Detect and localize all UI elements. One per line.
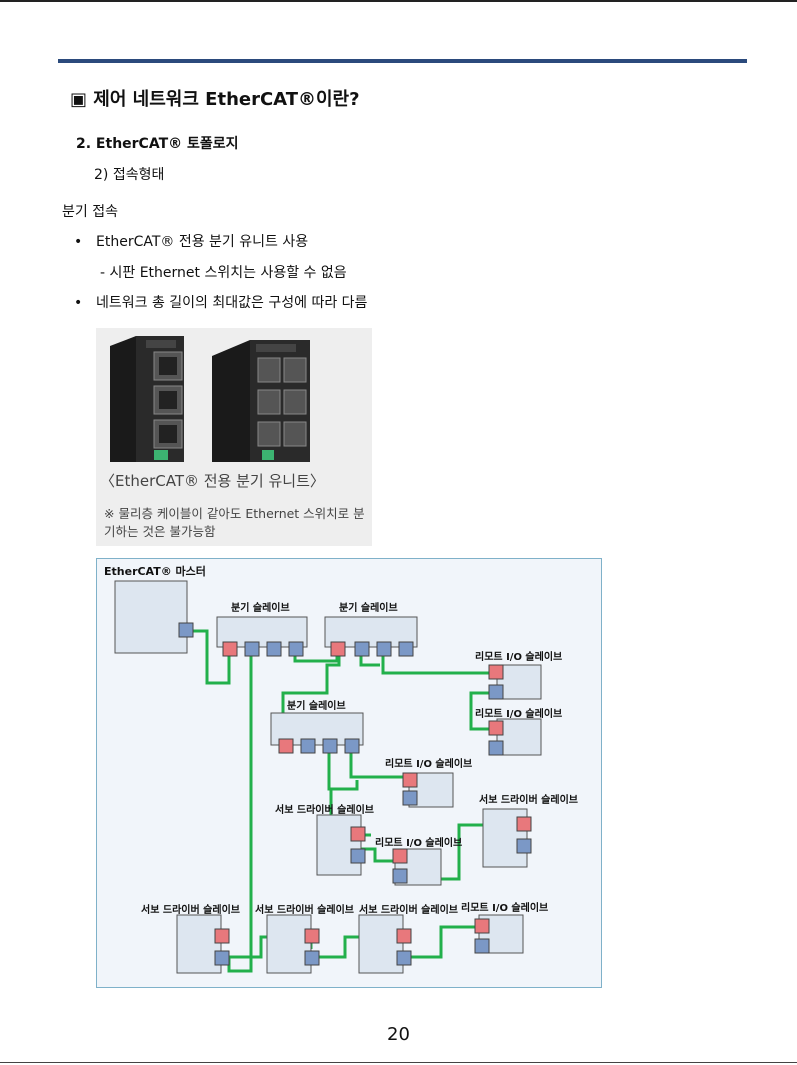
port-out [474, 938, 490, 954]
port-in [392, 848, 408, 864]
servo-label: 서보 드라이버 슬레이브 [275, 805, 374, 816]
servo-driver-box [266, 914, 312, 974]
port-out [396, 950, 412, 966]
port-out [322, 738, 338, 754]
cable [349, 753, 407, 779]
port-out [350, 848, 366, 864]
port-in [350, 826, 366, 842]
port-out [354, 641, 370, 657]
branch-label: 분기 슬레이브 [287, 701, 346, 712]
port-in [304, 928, 320, 944]
servo-label: 서보 드라이버 슬레이브 [141, 905, 240, 916]
port-in [488, 720, 504, 736]
port-out [516, 838, 532, 854]
port-in [214, 928, 230, 944]
bottom-border [0, 1062, 797, 1063]
remote-io-box [496, 664, 542, 700]
port-out [288, 641, 304, 657]
remote-io-label: 리모트 I/O 슬레이브 [475, 709, 563, 720]
topology-diagram: EtherCAT® 마스터 분기 슬레이브 분기 슬레이브 리모트 I/O 슬레… [96, 558, 602, 988]
branch-unit-photo [96, 328, 372, 546]
servo-driver-box [316, 814, 362, 876]
port-out [344, 738, 360, 754]
cable [227, 649, 253, 973]
servo-label: 서보 드라이버 슬레이브 [479, 795, 578, 806]
bullet-item-2: • 네트워크 총 길이의 최대값은 구성에 따라 다름 [74, 292, 367, 312]
port-out [398, 641, 414, 657]
master-box [114, 580, 188, 654]
servo-driver-box [358, 914, 404, 974]
topic-label: 분기 접속 [62, 204, 118, 220]
port-out [214, 950, 230, 966]
header-rule [58, 59, 747, 63]
port-out [244, 641, 260, 657]
servo-label: 서보 드라이버 슬레이브 [255, 905, 354, 916]
port-out [304, 950, 320, 966]
bullet-marker: • [74, 295, 83, 311]
port-out [402, 790, 418, 806]
port-out [178, 622, 194, 638]
port-in [330, 641, 346, 657]
remote-io-label: 리모트 I/O 슬레이브 [461, 903, 549, 914]
port-in [222, 641, 238, 657]
dash-item: - 시판 Ethernet 스위치는 사용할 수 없음 [100, 265, 347, 281]
subsection-title: 2) 접속형태 [94, 167, 165, 183]
branch-unit-3port [110, 336, 184, 462]
port-out [488, 740, 504, 756]
servo-driver-box [176, 914, 222, 974]
port-in [396, 928, 412, 944]
page-title: ▣ 제어 네트워크 EtherCAT®이란? [70, 89, 360, 110]
top-border [0, 0, 797, 2]
cable [281, 649, 341, 733]
branch-unit-illustration [110, 336, 310, 462]
port-in [402, 772, 418, 788]
page-number: 20 [387, 1024, 410, 1045]
port-in [278, 738, 294, 754]
port-out [376, 641, 392, 657]
remote-io-box [496, 718, 542, 756]
branch-unit-6port [212, 340, 310, 462]
port-in [474, 918, 490, 934]
port-out [266, 641, 282, 657]
bullet-item-1: • EtherCAT® 전용 분기 유니트 사용 [74, 231, 308, 251]
port-out [488, 684, 504, 700]
master-label: EtherCAT® 마스터 [104, 565, 206, 578]
port-out [300, 738, 316, 754]
servo-label: 서보 드라이버 슬레이브 [359, 905, 458, 916]
cable [381, 649, 481, 675]
section-title: 2. EtherCAT® 토폴로지 [76, 136, 239, 152]
cable [327, 753, 359, 791]
branch-label: 분기 슬레이브 [339, 603, 398, 614]
bullet-text-2: 네트워크 총 길이의 최대값은 구성에 따라 다름 [96, 295, 368, 311]
photo-caption: 〈EtherCAT® 전용 분기 유니트〉 [100, 472, 325, 490]
branch-label: 분기 슬레이브 [231, 603, 290, 614]
port-in [488, 664, 504, 680]
cable [361, 847, 399, 863]
photo-note: ※ 물리층 케이블이 같아도 Ethernet 스위치로 분기하는 것은 불가능… [104, 506, 365, 539]
port-in [516, 816, 532, 832]
port-out [392, 868, 408, 884]
cable [193, 629, 231, 685]
remote-io-label: 리모트 I/O 슬레이브 [475, 652, 563, 663]
bullet-marker: • [74, 234, 83, 250]
bullet-text-1: EtherCAT® 전용 분기 유니트 사용 [96, 234, 309, 250]
remote-io-label: 리모트 I/O 슬레이브 [385, 759, 473, 770]
remote-io-label: 리모트 I/O 슬레이브 [375, 838, 463, 849]
topology-graphics [114, 580, 542, 974]
